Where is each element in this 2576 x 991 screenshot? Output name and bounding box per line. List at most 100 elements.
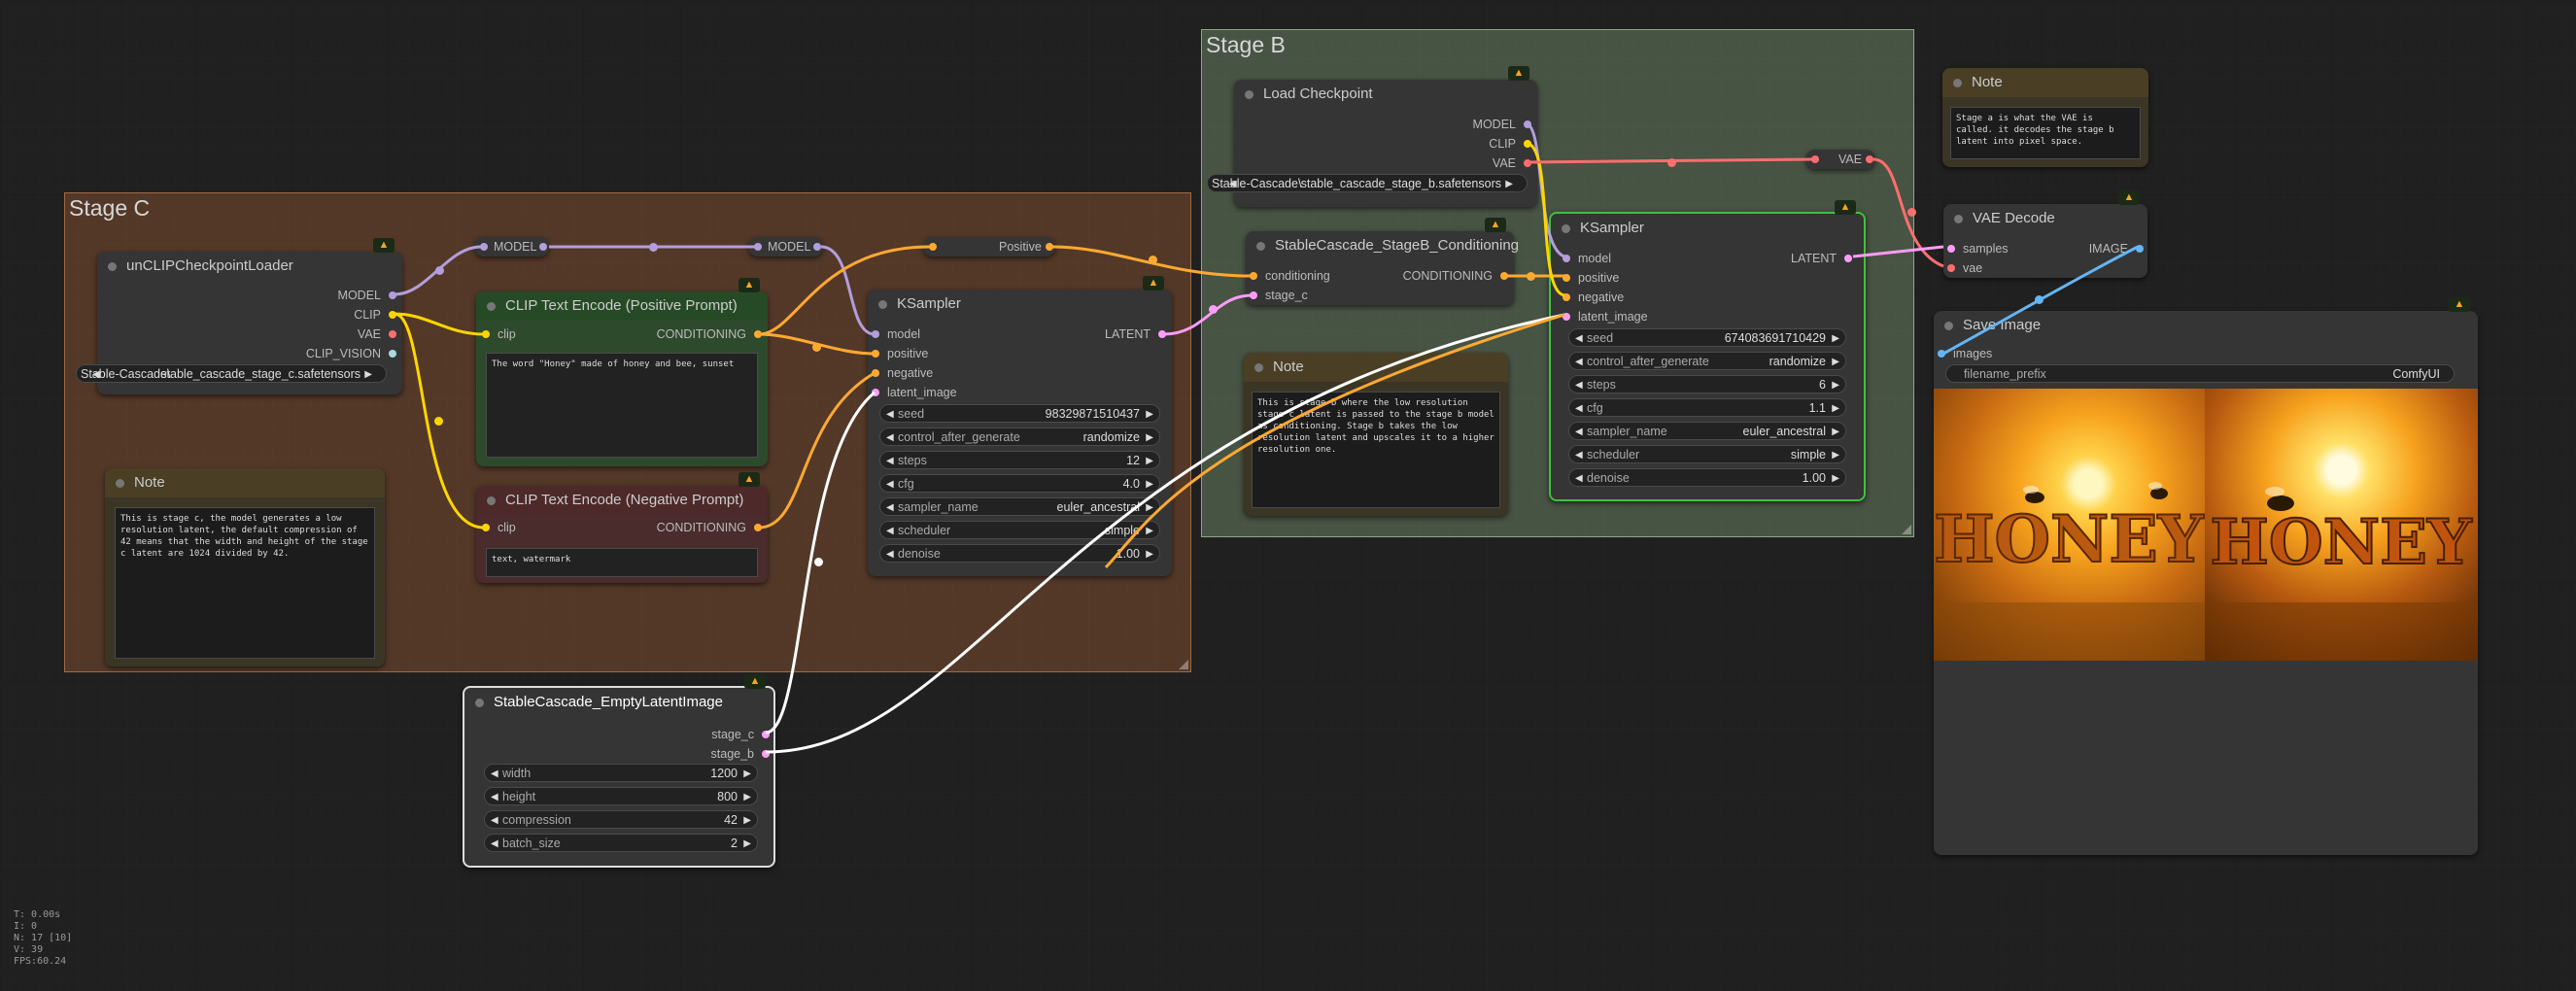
input-pin[interactable]: [482, 330, 490, 338]
link-midpoint[interactable]: [2035, 295, 2044, 304]
left-arrow-icon[interactable]: ◀: [886, 549, 894, 560]
right-arrow-icon[interactable]: ▶: [1832, 450, 1839, 461]
left-arrow-icon[interactable]: ◀: [1575, 380, 1583, 391]
input-pin[interactable]: [929, 243, 937, 251]
input-pin[interactable]: [1811, 155, 1819, 163]
output-latent[interactable]: LATENT: [1791, 251, 1852, 266]
output-pin[interactable]: [1158, 330, 1166, 338]
collapse-dot-icon[interactable]: [1954, 215, 1963, 223]
input-negative[interactable]: negative: [1563, 290, 1624, 305]
input-model[interactable]: model: [872, 326, 920, 342]
output-pin[interactable]: [539, 243, 547, 251]
output-pin[interactable]: [1524, 120, 1531, 128]
note-textarea[interactable]: This is stage b where the low resolution…: [1252, 392, 1500, 508]
collapse-dot-icon[interactable]: [1254, 363, 1263, 372]
output-pin[interactable]: [2136, 245, 2144, 253]
output-latent[interactable]: LATENT: [1105, 326, 1166, 342]
right-arrow-icon[interactable]: ▶: [743, 815, 751, 826]
input-pin[interactable]: [1938, 350, 1945, 358]
node-clip-text-encode-positive[interactable]: ▲ CLIP Text Encode (Positive Prompt) cli…: [476, 278, 768, 466]
right-arrow-icon[interactable]: ▶: [1146, 479, 1153, 490]
reroute-vae[interactable]: VAE: [1805, 150, 1875, 169]
right-arrow-icon[interactable]: ▶: [1146, 526, 1153, 536]
reroute-model-2[interactable]: MODEL: [748, 237, 823, 256]
collapse-dot-icon[interactable]: [1562, 224, 1570, 233]
input-positive[interactable]: positive: [1563, 270, 1619, 286]
output-pin[interactable]: [1844, 255, 1852, 262]
link-midpoint[interactable]: [435, 266, 444, 275]
output-image[interactable]: IMAGE: [2089, 241, 2144, 256]
output-pin[interactable]: [813, 243, 821, 251]
left-arrow-icon[interactable]: ◀: [886, 526, 894, 536]
output-model[interactable]: MODEL: [1473, 117, 1531, 132]
input-pin[interactable]: [872, 350, 879, 358]
node-load-checkpoint[interactable]: ▲ Load Checkpoint MODEL CLIP VAE ◀ Stabl…: [1207, 66, 1537, 207]
output-pin[interactable]: [762, 750, 770, 758]
right-arrow-icon[interactable]: ▶: [1146, 549, 1153, 560]
left-arrow-icon[interactable]: ◀: [92, 369, 100, 380]
node-note-stage-b[interactable]: Note This is stage b where the low resol…: [1244, 353, 1508, 516]
link-midpoint[interactable]: [1209, 305, 1218, 314]
reroute-positive[interactable]: Positive: [923, 237, 1055, 256]
left-arrow-icon[interactable]: ◀: [491, 769, 498, 779]
ckpt-name-combo[interactable]: ◀ Stable-Cascade\ stable_cascade_stage_b…: [1207, 174, 1528, 192]
left-arrow-icon[interactable]: ◀: [886, 409, 894, 420]
group-resize-handle[interactable]: [1179, 660, 1188, 669]
input-pin[interactable]: [1250, 272, 1257, 280]
input-latent-image[interactable]: latent_image: [1563, 309, 1648, 325]
left-arrow-icon[interactable]: ◀: [886, 479, 894, 490]
output-conditioning[interactable]: CONDITIONING: [1403, 268, 1508, 284]
collapse-dot-icon[interactable]: [1256, 242, 1265, 251]
output-pin[interactable]: [1524, 140, 1531, 148]
link-midpoint[interactable]: [1149, 256, 1157, 264]
input-vae[interactable]: vae: [1947, 260, 1982, 276]
link-midpoint[interactable]: [814, 558, 823, 566]
node-unclip-checkpoint-loader[interactable]: ▲ unCLIPCheckpointLoader MODEL CLIP VAE …: [76, 238, 402, 394]
group-resize-handle[interactable]: [1902, 525, 1911, 534]
right-arrow-icon[interactable]: ▶: [364, 369, 372, 380]
node-ksampler-stage-c[interactable]: ▲ KSampler model positive negative laten…: [868, 276, 1172, 576]
left-arrow-icon[interactable]: ◀: [1575, 473, 1583, 484]
collapse-dot-icon[interactable]: [475, 699, 484, 707]
output-clip[interactable]: CLIP: [1489, 136, 1531, 152]
input-positive[interactable]: positive: [872, 346, 928, 361]
input-pin[interactable]: [872, 389, 879, 396]
right-arrow-icon[interactable]: ▶: [1146, 432, 1153, 443]
node-clip-text-encode-negative[interactable]: ▲ CLIP Text Encode (Negative Prompt) cli…: [476, 472, 768, 583]
left-arrow-icon[interactable]: ◀: [1575, 357, 1583, 367]
input-clip[interactable]: clip: [482, 326, 516, 342]
input-latent-image[interactable]: latent_image: [872, 385, 957, 400]
reroute-model-1[interactable]: MODEL: [474, 237, 549, 256]
input-pin[interactable]: [872, 330, 879, 338]
link-midpoint[interactable]: [1907, 208, 1916, 217]
prompt-textarea[interactable]: The word "Honey" made of honey and bee, …: [486, 353, 758, 458]
left-arrow-icon[interactable]: ◀: [1575, 403, 1583, 414]
right-arrow-icon[interactable]: ▶: [1832, 333, 1839, 344]
left-arrow-icon[interactable]: ◀: [1575, 450, 1583, 461]
output-pin[interactable]: [754, 330, 762, 338]
left-arrow-icon[interactable]: ◀: [491, 838, 498, 849]
link-midpoint[interactable]: [649, 243, 658, 252]
node-note-stage-c[interactable]: Note This is stage c, the model generate…: [105, 468, 385, 666]
output-stage-b[interactable]: stage_b: [711, 746, 770, 762]
input-pin[interactable]: [482, 524, 490, 531]
left-arrow-icon[interactable]: ◀: [886, 502, 894, 513]
ckpt-name-combo[interactable]: ◀ Stable-Cascade\ stable_cascade_stage_c…: [76, 364, 387, 383]
output-pin[interactable]: [389, 291, 396, 299]
left-arrow-icon[interactable]: ◀: [1575, 333, 1583, 344]
right-arrow-icon[interactable]: ▶: [1832, 357, 1839, 367]
input-pin[interactable]: [1563, 255, 1570, 262]
link-midpoint[interactable]: [434, 417, 443, 426]
output-pin[interactable]: [754, 524, 762, 531]
collapse-dot-icon[interactable]: [487, 496, 496, 505]
right-arrow-icon[interactable]: ▶: [1146, 456, 1153, 466]
